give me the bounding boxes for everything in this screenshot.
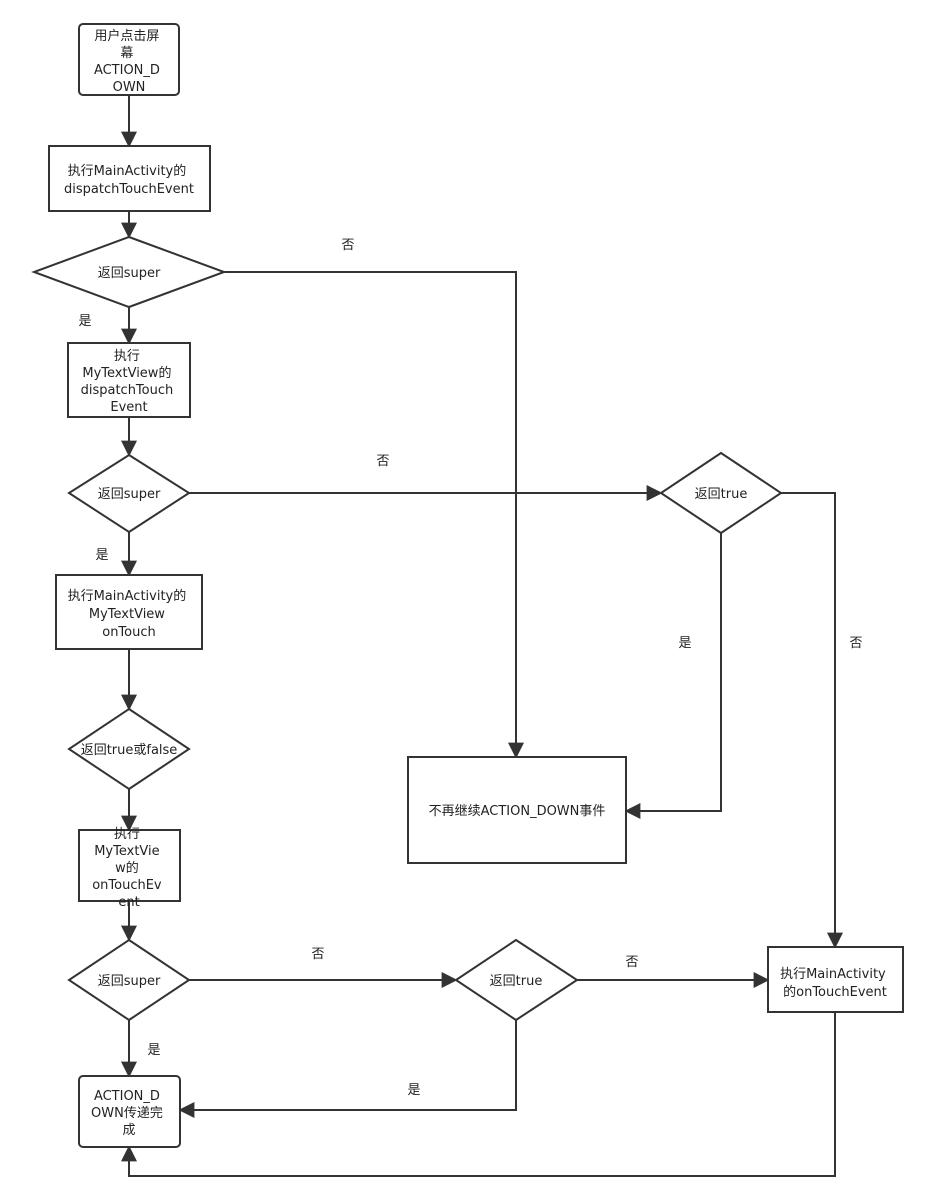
node-start-box [78, 23, 180, 96]
edge-trueright-yes [624, 533, 722, 819]
node-done-text: ACTION_D OWN传递完 成 [91, 1089, 167, 1138]
edge-trueright-no [781, 492, 843, 949]
node-truefalse-text: 返回true或false [81, 743, 178, 758]
label-truemid-no: 否 [625, 955, 638, 970]
node-act-dispatch-box [48, 145, 211, 212]
node-view-dispatch-text: 执行 MyTextView的 dispatchTouch Event [81, 349, 178, 415]
label-super3-yes: 是 [147, 1043, 160, 1058]
label-truemid-yes: 是 [407, 1083, 420, 1098]
node-super3-text: 返回super [98, 974, 161, 989]
node-act-ontouchevent-box [767, 946, 904, 1013]
node-truefalse-diamond [67, 707, 191, 791]
node-trueright-text: 返回true [695, 487, 748, 502]
node-start-text: 用户点击屏 幕 ACTION_D OWN [94, 28, 164, 95]
node-super3-diamond [67, 938, 191, 1022]
label-super1-no: 否 [341, 238, 354, 253]
node-view-ontouchevent-box [78, 829, 181, 902]
label-super2-yes: 是 [95, 548, 108, 563]
node-act-ontouchevent-text: 执行MainActivity 的onTouchEvent [780, 967, 890, 1000]
node-super2-diamond [67, 453, 191, 534]
edge-super1-no [224, 271, 524, 759]
node-ontouch-box [55, 574, 203, 650]
edge-acttouch-to-done [121, 1012, 836, 1177]
node-trueright-diamond [659, 451, 783, 535]
node-view-ontouchevent-text: 执行 MyTextVie w的 onTouchEv ent [92, 827, 166, 910]
node-act-dispatch-text: 执行MainActivity的 dispatchTouchEvent [64, 163, 194, 197]
node-truemid-text: 返回true [490, 974, 543, 989]
edge-truemid-yes [178, 1020, 517, 1118]
edge-labels: 否 是 否 是 是 否 否 否 是 是 [78, 238, 862, 1098]
node-stop-text: 不再继续ACTION_DOWN事件 [429, 804, 606, 819]
node-texts: 用户点击屏 幕 ACTION_D OWN 执行MainActivity的 dis… [64, 28, 890, 1138]
label-super1-yes: 是 [78, 314, 91, 329]
label-super3-no: 否 [311, 947, 324, 962]
node-view-dispatch-box [67, 342, 191, 418]
node-super2-text: 返回super [98, 487, 161, 502]
node-truemid-diamond [454, 938, 579, 1022]
edges [121, 95, 843, 1177]
shapes [31, 23, 904, 1148]
node-super1-diamond [31, 235, 227, 309]
label-trueright-yes: 是 [678, 636, 691, 651]
node-stop-box [407, 756, 627, 864]
node-ontouch-text: 执行MainActivity的 MyTextView onTouch [68, 588, 191, 640]
node-done-box [78, 1075, 181, 1148]
label-super2-no: 否 [376, 454, 389, 469]
node-super1-text: 返回super [98, 266, 161, 281]
label-trueright-no: 否 [849, 636, 862, 651]
